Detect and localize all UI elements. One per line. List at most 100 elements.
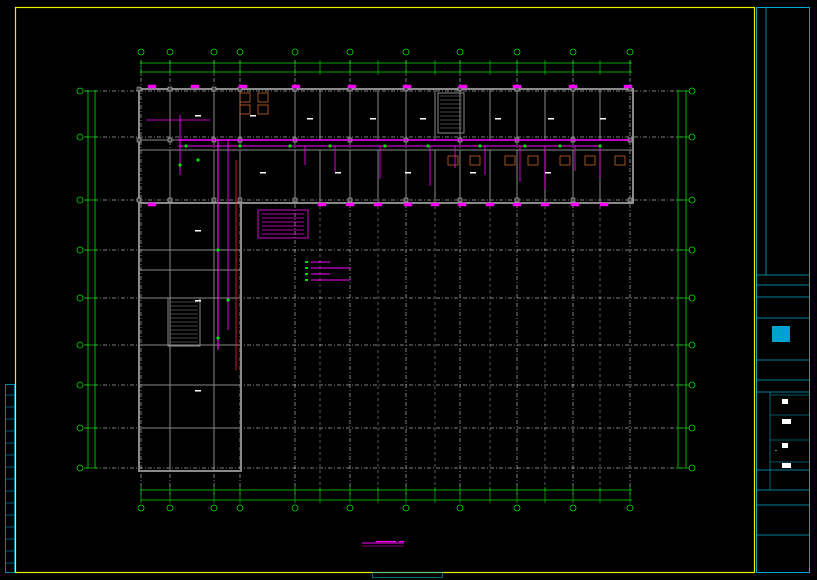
room-tag — [347, 84, 357, 89]
room-label — [545, 172, 551, 174]
axis-bubble-top — [137, 48, 145, 56]
room-tag — [540, 202, 550, 207]
room-tag — [190, 84, 200, 89]
stairwell-north — [437, 92, 465, 134]
structural-column — [211, 197, 217, 203]
sprinkler-head — [558, 144, 562, 148]
axis-bubble-bottom — [626, 504, 634, 512]
sprinkler-head — [178, 163, 182, 167]
company-logo-icon — [772, 326, 790, 342]
plumbing-fixture — [469, 155, 481, 166]
room-label — [600, 118, 606, 120]
axis-bubble-bottom — [456, 504, 464, 512]
axis-bubble-bottom — [210, 504, 218, 512]
title-block-text-glyph — [782, 399, 788, 404]
stairwell — [167, 297, 201, 347]
title-block-frame — [756, 7, 810, 573]
drawing-title-text — [375, 540, 397, 543]
sprinkler-head — [478, 144, 482, 148]
legend-symbol — [305, 279, 308, 281]
room-label — [195, 230, 201, 232]
room-tag — [457, 202, 467, 207]
structural-column — [237, 197, 243, 203]
room-label — [370, 118, 376, 120]
room-tag — [485, 202, 495, 207]
axis-bubble-bottom — [402, 504, 410, 512]
drawing-scale-text — [398, 540, 405, 543]
title-block-text-glyph — [782, 463, 791, 468]
plumbing-fixture — [447, 155, 459, 166]
sprinkler-head — [196, 158, 200, 162]
notes-box — [257, 209, 309, 239]
room-tag — [599, 202, 609, 207]
room-label — [307, 118, 313, 120]
sprinkler-head — [216, 336, 220, 340]
structural-column — [167, 86, 173, 92]
axis-bubble-top — [236, 48, 244, 56]
sprinkler-head — [184, 144, 188, 148]
room-tag — [373, 202, 383, 207]
plumbing-fixture — [257, 92, 269, 103]
axis-bubble-left — [76, 246, 84, 254]
axis-bubble-right — [688, 381, 696, 389]
axis-bubble-left — [76, 341, 84, 349]
axis-bubble-top — [626, 48, 634, 56]
structural-column — [167, 197, 173, 203]
plumbing-fixture — [239, 104, 251, 115]
axis-bubble-right — [688, 133, 696, 141]
room-label — [250, 115, 256, 117]
axis-bubble-bottom — [166, 504, 174, 512]
title-block-text-glyph — [782, 419, 791, 424]
axis-bubble-top — [402, 48, 410, 56]
room-tag — [570, 202, 580, 207]
axis-bubble-left — [76, 294, 84, 302]
axis-bubble-left — [76, 424, 84, 432]
axis-bubble-left — [76, 133, 84, 141]
room-label — [470, 172, 476, 174]
axis-bubble-right — [688, 424, 696, 432]
structural-column — [570, 197, 576, 203]
sprinkler-head — [598, 144, 602, 148]
wing-outer-wall — [138, 88, 634, 204]
plumbing-fixture — [527, 155, 539, 166]
left-margin-strip — [5, 384, 15, 573]
structural-column — [403, 197, 409, 203]
structural-column — [136, 197, 142, 203]
sprinkler-head — [288, 144, 292, 148]
axis-bubble-top — [210, 48, 218, 56]
room-tag — [458, 84, 468, 89]
plumbing-fixture — [614, 155, 626, 166]
room-tag — [430, 202, 440, 207]
legend-symbol — [305, 267, 308, 269]
legend-symbol — [305, 273, 308, 275]
axis-bubble-top — [513, 48, 521, 56]
structural-column — [167, 137, 173, 143]
room-tag — [345, 202, 355, 207]
sprinkler-head — [216, 248, 220, 252]
title-block-text-glyph — [782, 443, 788, 448]
sprinkler-head — [226, 298, 230, 302]
axis-bubble-bottom — [569, 504, 577, 512]
structural-column — [514, 197, 520, 203]
axis-bubble-bottom — [291, 504, 299, 512]
room-tag — [568, 84, 578, 89]
axis-bubble-top — [569, 48, 577, 56]
sprinkler-head — [523, 144, 527, 148]
room-label — [260, 172, 266, 174]
structural-column — [457, 197, 463, 203]
room-tag — [317, 202, 327, 207]
axis-bubble-top — [346, 48, 354, 56]
sprinkler-head — [328, 144, 332, 148]
room-label — [195, 115, 201, 117]
room-tag — [238, 84, 248, 89]
room-label — [335, 172, 341, 174]
drawing-border-frame — [14, 6, 756, 574]
axis-bubble-right — [688, 246, 696, 254]
structural-column — [136, 137, 142, 143]
room-tag — [402, 84, 412, 89]
axis-bubble-left — [76, 381, 84, 389]
plumbing-fixture — [239, 92, 251, 103]
axis-bubble-left — [76, 87, 84, 95]
